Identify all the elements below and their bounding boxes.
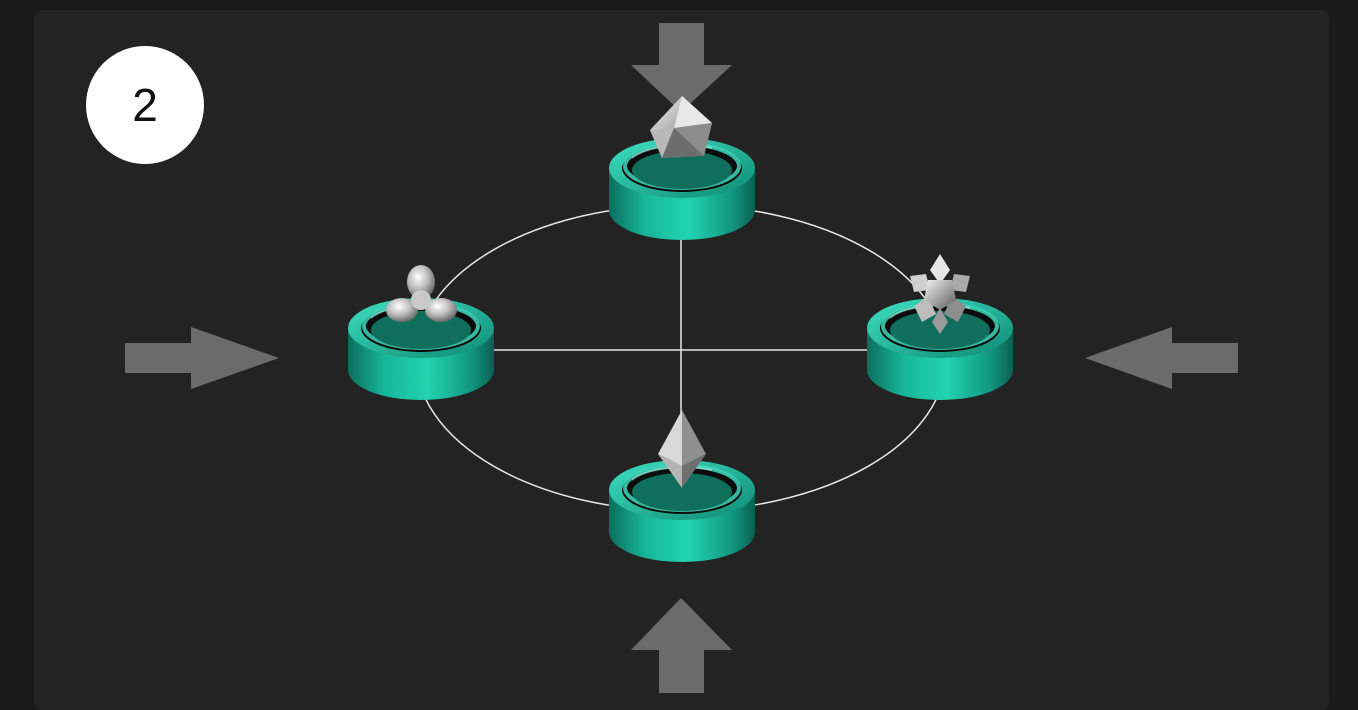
star-crystal-cluster-icon xyxy=(910,254,970,334)
arrow-up-icon xyxy=(631,598,732,693)
node-bottom xyxy=(607,410,757,564)
arrow-left-icon xyxy=(1085,327,1238,389)
node-top xyxy=(607,96,757,242)
arrow-down-icon xyxy=(631,23,732,112)
arrow-right-icon xyxy=(125,327,279,389)
tri-lobe-blob-icon xyxy=(386,265,457,322)
incoming-arrows xyxy=(125,23,1238,693)
polyhedron-crystal-icon xyxy=(650,96,712,158)
node-right xyxy=(865,254,1015,402)
node-left xyxy=(346,265,496,402)
ethereum-diamond-icon xyxy=(658,410,706,488)
step-number-label: 2 xyxy=(132,79,158,131)
step-number-badge: 2 xyxy=(86,46,204,164)
